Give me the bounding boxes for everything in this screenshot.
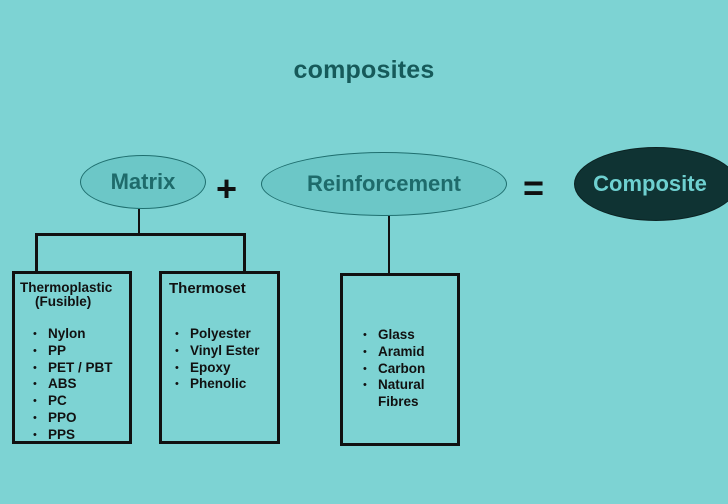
list-item: Nylon — [33, 326, 113, 343]
thermoplastic-box: Thermoplastic (Fusible) Nylon PP PET / P… — [12, 271, 132, 444]
thermoset-title: Thermoset — [169, 280, 246, 297]
composite-node: Composite — [574, 147, 728, 221]
list-item: Epoxy — [175, 360, 260, 377]
thermoplastic-title: Thermoplastic (Fusible) — [20, 281, 112, 309]
connector-thermoset — [243, 233, 246, 273]
reinforcement-node: Reinforcement — [261, 152, 507, 216]
thermoset-list: Polyester Vinyl Ester Epoxy Phenolic — [175, 326, 260, 393]
connector-matrix-down — [138, 209, 140, 234]
thermoplastic-title-text: Thermoplastic — [20, 280, 113, 295]
list-item: PC — [33, 393, 113, 410]
equals-sign: = — [523, 167, 545, 208]
plus-sign: + — [216, 168, 238, 209]
connector-reinforcement — [388, 216, 390, 274]
thermoset-box: Thermoset Polyester Vinyl Ester Epoxy Ph… — [159, 271, 280, 444]
thermoplastic-list: Nylon PP PET / PBT ABS PC PPO PPS — [33, 326, 113, 444]
list-item: ABS — [33, 376, 113, 393]
list-item: Polyester — [175, 326, 260, 343]
list-item: Carbon — [363, 361, 458, 378]
connector-thermoplastic — [35, 233, 38, 273]
diagram-title: composites — [293, 56, 435, 84]
list-item: Glass — [363, 327, 458, 344]
reinforcement-types-box: Glass Aramid Carbon Natural Fibres — [340, 273, 460, 446]
connector-matrix-horizontal — [35, 233, 246, 236]
list-item: PET / PBT — [33, 360, 113, 377]
list-item: Natural Fibres — [363, 377, 458, 411]
list-item: Aramid — [363, 344, 458, 361]
list-item: PP — [33, 343, 113, 360]
matrix-node: Matrix — [80, 155, 206, 209]
thermoplastic-subtitle: (Fusible) — [35, 294, 92, 309]
list-item: Vinyl Ester — [175, 343, 260, 360]
list-item: PPS — [33, 427, 113, 444]
reinforcement-list: Glass Aramid Carbon Natural Fibres — [363, 327, 458, 411]
list-item: PPO — [33, 410, 113, 427]
list-item: Phenolic — [175, 376, 260, 393]
